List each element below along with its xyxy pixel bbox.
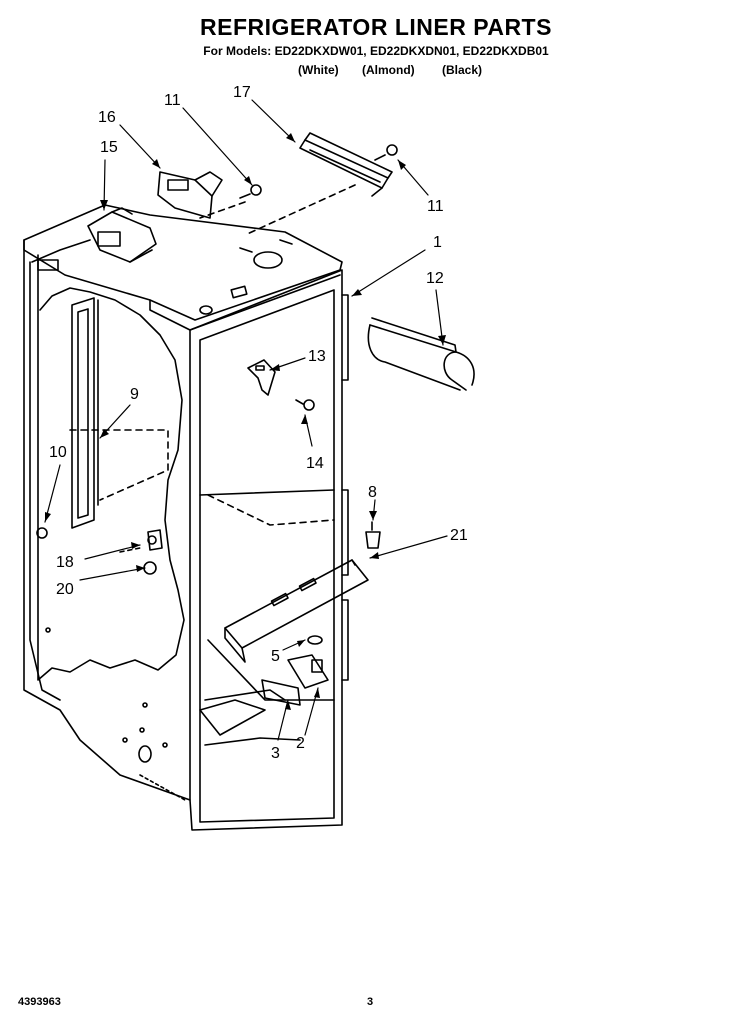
leader-arrowheads [45,133,446,710]
callout-13: 13 [308,348,326,365]
callout-15: 15 [100,139,118,156]
callout-10: 10 [49,444,67,461]
callout-5: 5 [271,648,280,665]
part-21-shelf-support [224,559,369,663]
page-number: 3 [367,996,374,1008]
part-13-bracket [247,359,276,396]
color-almond: (Almond) [362,63,415,77]
callout-11-top: 11 [164,92,181,109]
callout-16: 16 [98,109,116,126]
color-black: (Black) [442,63,483,77]
part-8-fastener [365,521,381,549]
part-2-hinge-plate [287,654,329,689]
callout-9: 9 [130,386,139,403]
callout-12: 12 [426,270,444,287]
callout-1: 1 [433,234,442,251]
leader-lines [44,99,448,741]
part-3-shim [261,679,301,706]
liner-cabinet [23,204,349,831]
callout-20: 20 [56,581,74,598]
callout-2: 2 [296,735,305,752]
part-15-control-housing [87,207,157,263]
callout-11-right: 11 [427,198,444,215]
document-number: 4393963 [18,996,61,1008]
callout-3: 3 [271,745,280,762]
screw-11-left [239,184,262,199]
callout-labels: 17 11 16 15 11 1 12 13 14 9 10 8 21 18 2… [49,84,468,762]
callout-21: 21 [450,527,468,544]
part-10-screw [36,527,48,539]
screw-11-right [374,144,398,161]
callout-17: 17 [233,84,251,101]
part-20-grommet [143,561,157,575]
part-5-clip [307,635,323,645]
part-18-clip [147,529,163,551]
callout-14: 14 [306,455,324,472]
part-16-bracket [157,171,223,219]
color-white: (White) [298,63,339,77]
callout-18: 18 [56,554,74,571]
part-14-screw [295,399,315,411]
model-list: For Models: ED22DKXDW01, ED22DKXDN01, ED… [203,44,549,58]
page-title: REFRIGERATOR LINER PARTS [200,14,552,40]
part-12-crisper-cover [367,317,475,391]
callout-8: 8 [368,484,377,501]
part-17-trim-strip [299,132,393,197]
